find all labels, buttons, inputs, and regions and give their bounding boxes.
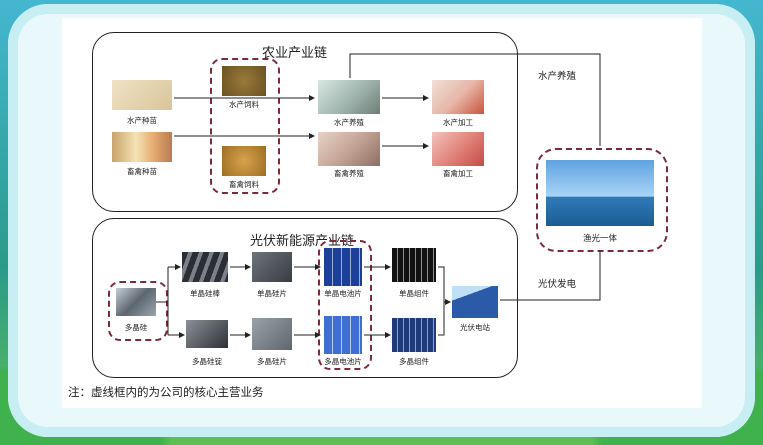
mono-cell-label: 单晶电池片 <box>324 289 362 298</box>
multi-module-label: 多晶组件 <box>399 357 429 366</box>
aqua-feed-image <box>222 66 266 96</box>
aqua-farming-image <box>318 80 380 114</box>
mono-rod-image <box>182 252 228 282</box>
aqua-processing-image <box>432 80 484 114</box>
core-business-frame-feed <box>210 58 280 194</box>
mono-module-image <box>392 248 436 282</box>
link-aqua-to-integration <box>349 53 601 146</box>
core-business-frame-cells <box>318 240 372 370</box>
link-pv-label: 光伏发电 <box>538 279 577 290</box>
multi-module-image <box>392 318 436 352</box>
multi-wafer-label: 多晶硅片 <box>257 357 287 366</box>
polysilicon-label: 多晶硅 <box>124 323 148 332</box>
integration-label: 渔光一体 <box>582 234 618 244</box>
mono-wafer-image <box>252 252 292 282</box>
agri-chain-title: 农业产业链 <box>262 46 328 61</box>
livestock-farming-label: 畜禽养殖 <box>334 169 364 178</box>
livestock-processing-image <box>432 132 484 166</box>
livestock-processing-label: 畜禽加工 <box>443 169 473 178</box>
livestock-seed-label: 畜禽种苗 <box>127 167 157 176</box>
livestock-feed-image <box>222 146 266 176</box>
livestock-farming-image <box>318 132 380 166</box>
mono-rod-label: 单晶硅棒 <box>190 289 220 298</box>
mono-module-label: 单晶组件 <box>399 289 429 298</box>
agri-chain-box <box>92 32 518 212</box>
livestock-seed-image <box>112 132 172 162</box>
livestock-feed-label: 畜禽饲料 <box>229 180 259 189</box>
aqua-seed-image <box>112 80 172 110</box>
mono-cell-image <box>324 248 362 286</box>
core-business-frame-polysilicon <box>108 281 168 341</box>
integration-image <box>546 160 654 226</box>
multi-ingot-label: 多晶硅锭 <box>192 357 222 366</box>
pv-chain-box <box>92 218 518 378</box>
multi-cell-image <box>324 316 362 354</box>
core-business-frame-integration <box>536 148 668 252</box>
multi-cell-label: 多晶电池片 <box>324 357 362 366</box>
pv-station-image <box>452 286 498 318</box>
aqua-processing-label: 水产加工 <box>443 118 473 127</box>
footnote: 注：虚线框内的为公司的核心主营业务 <box>68 385 264 399</box>
multi-wafer-image <box>252 318 292 350</box>
aqua-feed-label: 水产饲料 <box>229 100 259 109</box>
pv-station-label: 光伏电站 <box>460 323 490 332</box>
multi-ingot-image <box>186 320 228 348</box>
mono-wafer-label: 单晶硅片 <box>257 289 287 298</box>
aqua-seed-label: 水产种苗 <box>127 116 157 125</box>
polysilicon-image <box>116 288 156 316</box>
link-modules-merge <box>438 266 445 336</box>
diagram-canvas: 农业产业链 水产种苗 畜禽种苗 水产饲料 畜禽饲料 水产养殖 畜禽养殖 水产加工… <box>62 18 702 408</box>
link-pv-to-integration <box>500 250 601 301</box>
connector-lines <box>156 53 601 338</box>
link-aqua-label: 水产养殖 <box>538 71 577 82</box>
aqua-farming-label: 水产养殖 <box>334 118 364 127</box>
